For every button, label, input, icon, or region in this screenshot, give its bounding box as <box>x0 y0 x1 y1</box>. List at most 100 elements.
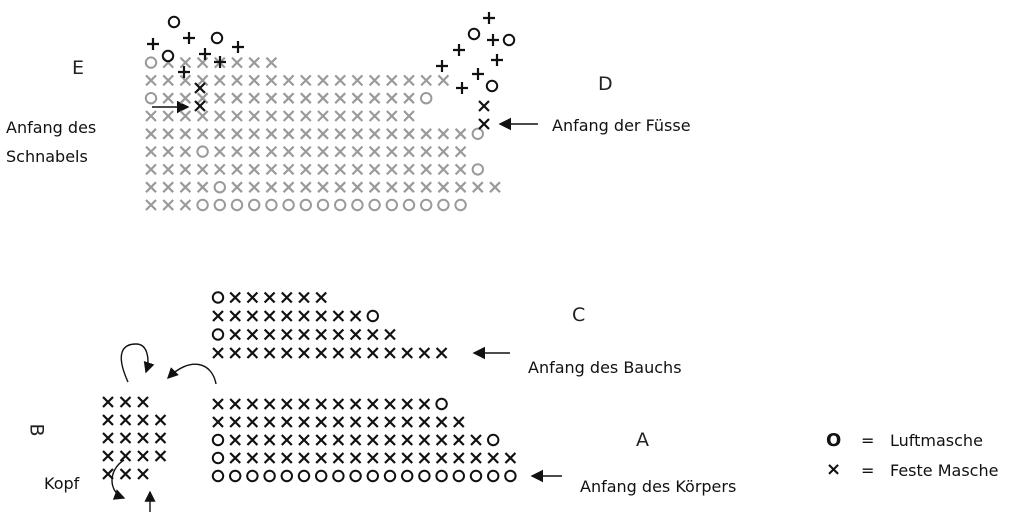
feste-masche-stitch <box>478 118 490 130</box>
feste-masche-stitch <box>437 163 450 176</box>
feste-masche-stitch <box>231 128 243 140</box>
feste-masche-stitch <box>386 92 398 104</box>
feste-masche-stitch <box>281 416 293 428</box>
feste-masche-stitch <box>265 56 278 69</box>
feste-masche-stitch <box>403 110 415 122</box>
luftmasche-stitch <box>349 469 362 483</box>
legend-luftmasche: Luftmasche <box>890 431 983 450</box>
luftmasche-stitch <box>316 198 330 212</box>
feste-masche-stitch <box>349 347 362 359</box>
luftmasche-stitch <box>435 397 448 411</box>
plus-stitch <box>483 12 495 24</box>
label-d: D <box>598 73 613 95</box>
luftmasche-stitch <box>211 291 225 304</box>
luftmasche-stitch <box>487 469 500 483</box>
luftmasche-stitch <box>210 31 224 45</box>
feste-masche-stitch <box>472 181 484 193</box>
plus-stitch <box>456 82 468 94</box>
feste-masche-stitch <box>351 110 364 122</box>
feste-masche-stitch <box>420 145 432 158</box>
feste-masche-stitch <box>162 128 174 140</box>
luftmasche-stitch <box>504 469 517 483</box>
luftmasche-stitch <box>211 469 225 483</box>
section-a-body <box>211 397 517 483</box>
feste-masche-stitch <box>246 398 259 410</box>
feste-masche-stitch <box>298 291 310 304</box>
label-anfang-koerper: Anfang des Körpers <box>580 477 737 496</box>
luftmasche-stitch <box>213 198 227 212</box>
feste-masche-stitch <box>332 310 345 322</box>
feste-masche-stitch <box>212 347 224 359</box>
feste-masche-stitch <box>179 199 192 211</box>
feste-masche-stitch <box>418 452 431 464</box>
feste-masche-stitch <box>231 56 243 69</box>
feste-masche-stitch <box>145 145 157 158</box>
feste-masche-stitch <box>435 452 448 464</box>
feste-masche-stitch <box>265 92 278 104</box>
feste-masche-stitch <box>119 396 132 408</box>
feste-masche-stitch <box>179 74 192 87</box>
feste-masche-stitch <box>349 416 362 428</box>
feste-masche-stitch <box>212 310 224 322</box>
feste-masche-stitch <box>263 416 276 428</box>
feste-masche-stitch <box>368 128 381 140</box>
feste-masche-stitch <box>298 452 310 464</box>
feste-masche-stitch <box>145 163 157 176</box>
feste-masche-stitch <box>386 163 398 176</box>
plus-stitch <box>491 54 503 66</box>
feste-masche-stitch <box>162 145 174 158</box>
feste-masche-stitch <box>317 74 329 87</box>
feste-masche-stitch <box>154 432 167 444</box>
feste-masche-stitch <box>246 416 259 428</box>
feste-masche-stitch <box>437 181 450 193</box>
feste-masche-stitch <box>281 398 293 410</box>
feste-masche-stitch <box>334 74 346 87</box>
feste-masche-stitch <box>349 434 362 446</box>
luftmasche-stitch <box>144 56 158 69</box>
feste-masche-stitch <box>265 74 278 87</box>
feste-masche-stitch <box>298 434 310 446</box>
legend-feste-masche: Feste Masche <box>890 461 999 480</box>
section-b-head <box>102 396 167 480</box>
feste-masche-stitch <box>403 128 415 140</box>
luftmasche-stitch <box>213 181 227 194</box>
luftmasche-stitch <box>437 198 450 212</box>
curve-arrow-top-left <box>120 343 155 383</box>
plus-stitch <box>178 66 190 78</box>
luftmasche-stitch <box>485 79 499 93</box>
feste-masche-stitch <box>300 110 312 122</box>
feste-masche-stitch <box>179 163 192 176</box>
feste-masche-stitch <box>420 163 432 176</box>
feste-masche-stitch <box>418 416 431 428</box>
feste-masche-stitch <box>281 328 293 341</box>
feste-masche-stitch <box>137 432 149 444</box>
feste-masche-stitch <box>351 163 364 176</box>
feste-masche-stitch <box>214 110 226 122</box>
luftmasche-stitch <box>315 469 328 483</box>
feste-masche-stitch <box>386 181 398 193</box>
feste-masche-stitch <box>332 452 345 464</box>
feste-masche-stitch <box>231 110 243 122</box>
feste-masche-stitch <box>300 74 312 87</box>
plus-stitch <box>232 41 244 53</box>
luftmasche-stitch <box>167 15 181 29</box>
feste-masche-stitch <box>196 163 209 176</box>
feste-masche-stitch <box>454 181 467 193</box>
luftmasche-stitch <box>366 469 379 483</box>
feste-masche-stitch <box>179 128 192 140</box>
feste-masche-stitch <box>229 452 241 464</box>
feste-masche-stitch <box>263 452 276 464</box>
feste-masche-stitch <box>281 452 293 464</box>
feste-masche-stitch <box>315 291 327 304</box>
feste-masche-stitch <box>386 145 398 158</box>
feste-masche-stitch <box>246 434 259 446</box>
luftmasche-stitch <box>469 469 483 483</box>
feste-masche-stitch <box>315 452 327 464</box>
feste-masche-stitch <box>437 74 450 87</box>
feste-masche-stitch <box>298 347 310 359</box>
luftmasche-stitch <box>332 469 345 483</box>
feste-masche-stitch <box>401 398 413 410</box>
feste-masche-stitch <box>332 398 345 410</box>
luftmasche-stitch <box>402 198 416 212</box>
feste-masche-stitch <box>194 82 206 94</box>
